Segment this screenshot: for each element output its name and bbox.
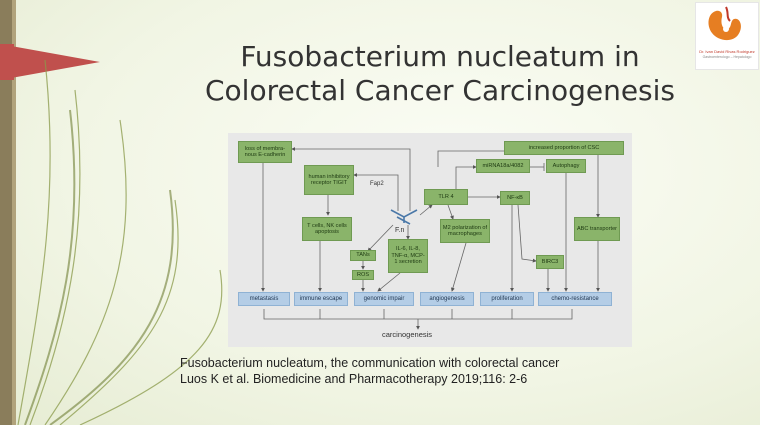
logo-caption: Dr. Ivan David Rivas Rodriguez (699, 49, 755, 54)
title-line-1: Fusobacterium nucleatum in (240, 40, 640, 73)
fn-label: F.n (395, 227, 405, 234)
box-loss-ecadherin: loss of membra-nous E-cadherin (238, 141, 292, 163)
logo-subcaption: Gastroenterologo – Hepatologo (702, 55, 752, 59)
box-birc3: BIRC3 (536, 255, 564, 269)
accent-tab-arrow (0, 44, 100, 80)
title-line-2: Colorectal Cancer Carcinogenesis (205, 74, 675, 107)
logo: Dr. Ivan David Rivas Rodriguez Gastroent… (695, 2, 759, 70)
diagram-arrows (261, 147, 600, 330)
carcinogenesis-diagram: loss of membra-nous E-cadherin human inh… (228, 133, 632, 347)
box-csc: increased proportion of CSC (504, 141, 624, 155)
left-decorative-bar-inner (12, 0, 16, 425)
carcinogenesis-label: carcinogenesis (382, 330, 433, 339)
box-nfkb: NF-κB (500, 191, 530, 205)
box-m2-polarization: M2 polarization of macrophages (440, 219, 490, 243)
citation-line-2: Luos K et al. Biomedicine and Pharmacoth… (180, 372, 528, 386)
citation: Fusobacterium nucleatum, the communicati… (180, 355, 559, 387)
outcome-chemo-resistance: chemo-resistance (538, 292, 612, 306)
fap2-label: Fap2 (370, 181, 384, 187)
slide-title: Fusobacterium nucleatum in Colorectal Ca… (170, 40, 710, 108)
outcome-metastasis: metastasis (238, 292, 290, 306)
box-tigit: human inhibitory receptor TIGIT (304, 165, 354, 195)
box-abc-transporter: ABC transporter (574, 217, 620, 241)
box-tcells-apoptosis: T cells, NK cells apoptosis (302, 217, 352, 241)
outcome-angiogenesis: angiogenesis (420, 292, 474, 306)
box-tlr4: TLR 4 (424, 189, 468, 205)
citation-line-1: Fusobacterium nucleatum, the communicati… (180, 356, 560, 370)
bacterium-icon (390, 209, 418, 225)
outcome-proliferation: proliferation (480, 292, 534, 306)
box-tans: TANs (350, 250, 376, 261)
box-cytokines: IL-6, IL-8, TNF-α, MCP-1 secretion (388, 239, 428, 273)
outcome-immune-escape: immune escape (294, 292, 348, 306)
left-decorative-bar (0, 0, 12, 425)
box-mirna: miRNA18a/4082 (476, 159, 530, 173)
box-ros: ROS (352, 270, 374, 280)
outcome-genomic-impair: genomic impair (354, 292, 414, 306)
stomach-logo-icon (708, 6, 741, 41)
box-autophagy: Autophagy (546, 159, 586, 173)
